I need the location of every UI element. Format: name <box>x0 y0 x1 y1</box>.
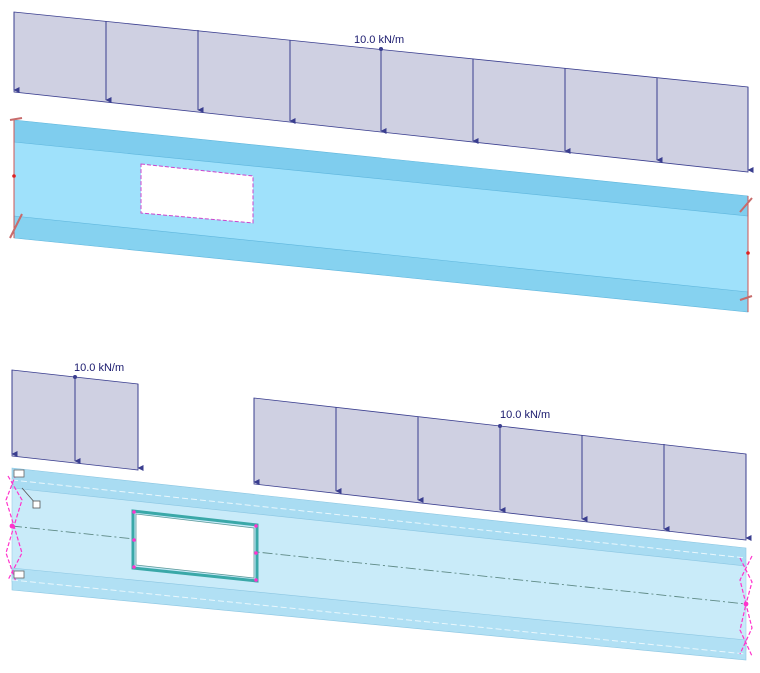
top-beam-left-flange-top <box>9 117 23 121</box>
bottom-beam-top-edge-line <box>11 479 747 559</box>
left-support-symbol-bottom <box>13 570 25 579</box>
right-support-node[interactable] <box>743 601 749 607</box>
bottom-left-load-arrows <box>11 370 144 471</box>
right-support[interactable] <box>739 555 753 657</box>
top-beam-right-node[interactable] <box>746 251 750 255</box>
bottom-i-beam[interactable] <box>5 467 753 661</box>
top-load-arrows <box>13 12 754 173</box>
bottom-left-load-label-point <box>73 375 77 379</box>
top-model: 10.0 kN/m <box>9 11 754 313</box>
top-beam-left-flange-bottom <box>9 213 23 239</box>
bottom-right-load-arrows <box>253 398 752 541</box>
bottom-beam-bottom-flange <box>11 567 747 661</box>
left-support[interactable] <box>5 469 41 583</box>
top-web-opening[interactable] <box>140 163 254 224</box>
bottom-model: 10.0 kN/m 10.0 kN/m <box>5 362 753 661</box>
top-load-label: 10.0 kN/m <box>354 34 404 46</box>
bottom-right-distributed-load[interactable]: 10.0 kN/m <box>253 397 752 541</box>
top-beam-left-node[interactable] <box>12 174 16 178</box>
bottom-opening-nodes <box>132 510 258 582</box>
top-beam-right-flange-top <box>739 197 753 213</box>
top-distributed-load[interactable]: 10.0 kN/m <box>13 11 754 173</box>
bottom-beam-top-flange <box>11 467 747 567</box>
top-i-beam[interactable] <box>9 117 753 313</box>
top-load-label-point <box>379 47 383 51</box>
bottom-beam-centerline <box>11 525 747 605</box>
bottom-right-load-label: 10.0 kN/m <box>500 409 550 421</box>
left-support-label-box <box>32 500 41 509</box>
top-beam-right-flange-bottom <box>739 295 753 301</box>
bottom-left-distributed-load[interactable]: 10.0 kN/m <box>11 362 144 471</box>
left-support-symbol-top <box>13 469 25 478</box>
bottom-right-load-label-point <box>498 424 502 428</box>
bottom-beam-bottom-edge-line <box>11 579 747 655</box>
bottom-left-load-label: 10.0 kN/m <box>74 362 124 374</box>
bottom-web-opening[interactable] <box>135 513 255 579</box>
left-support-node[interactable] <box>9 523 15 529</box>
